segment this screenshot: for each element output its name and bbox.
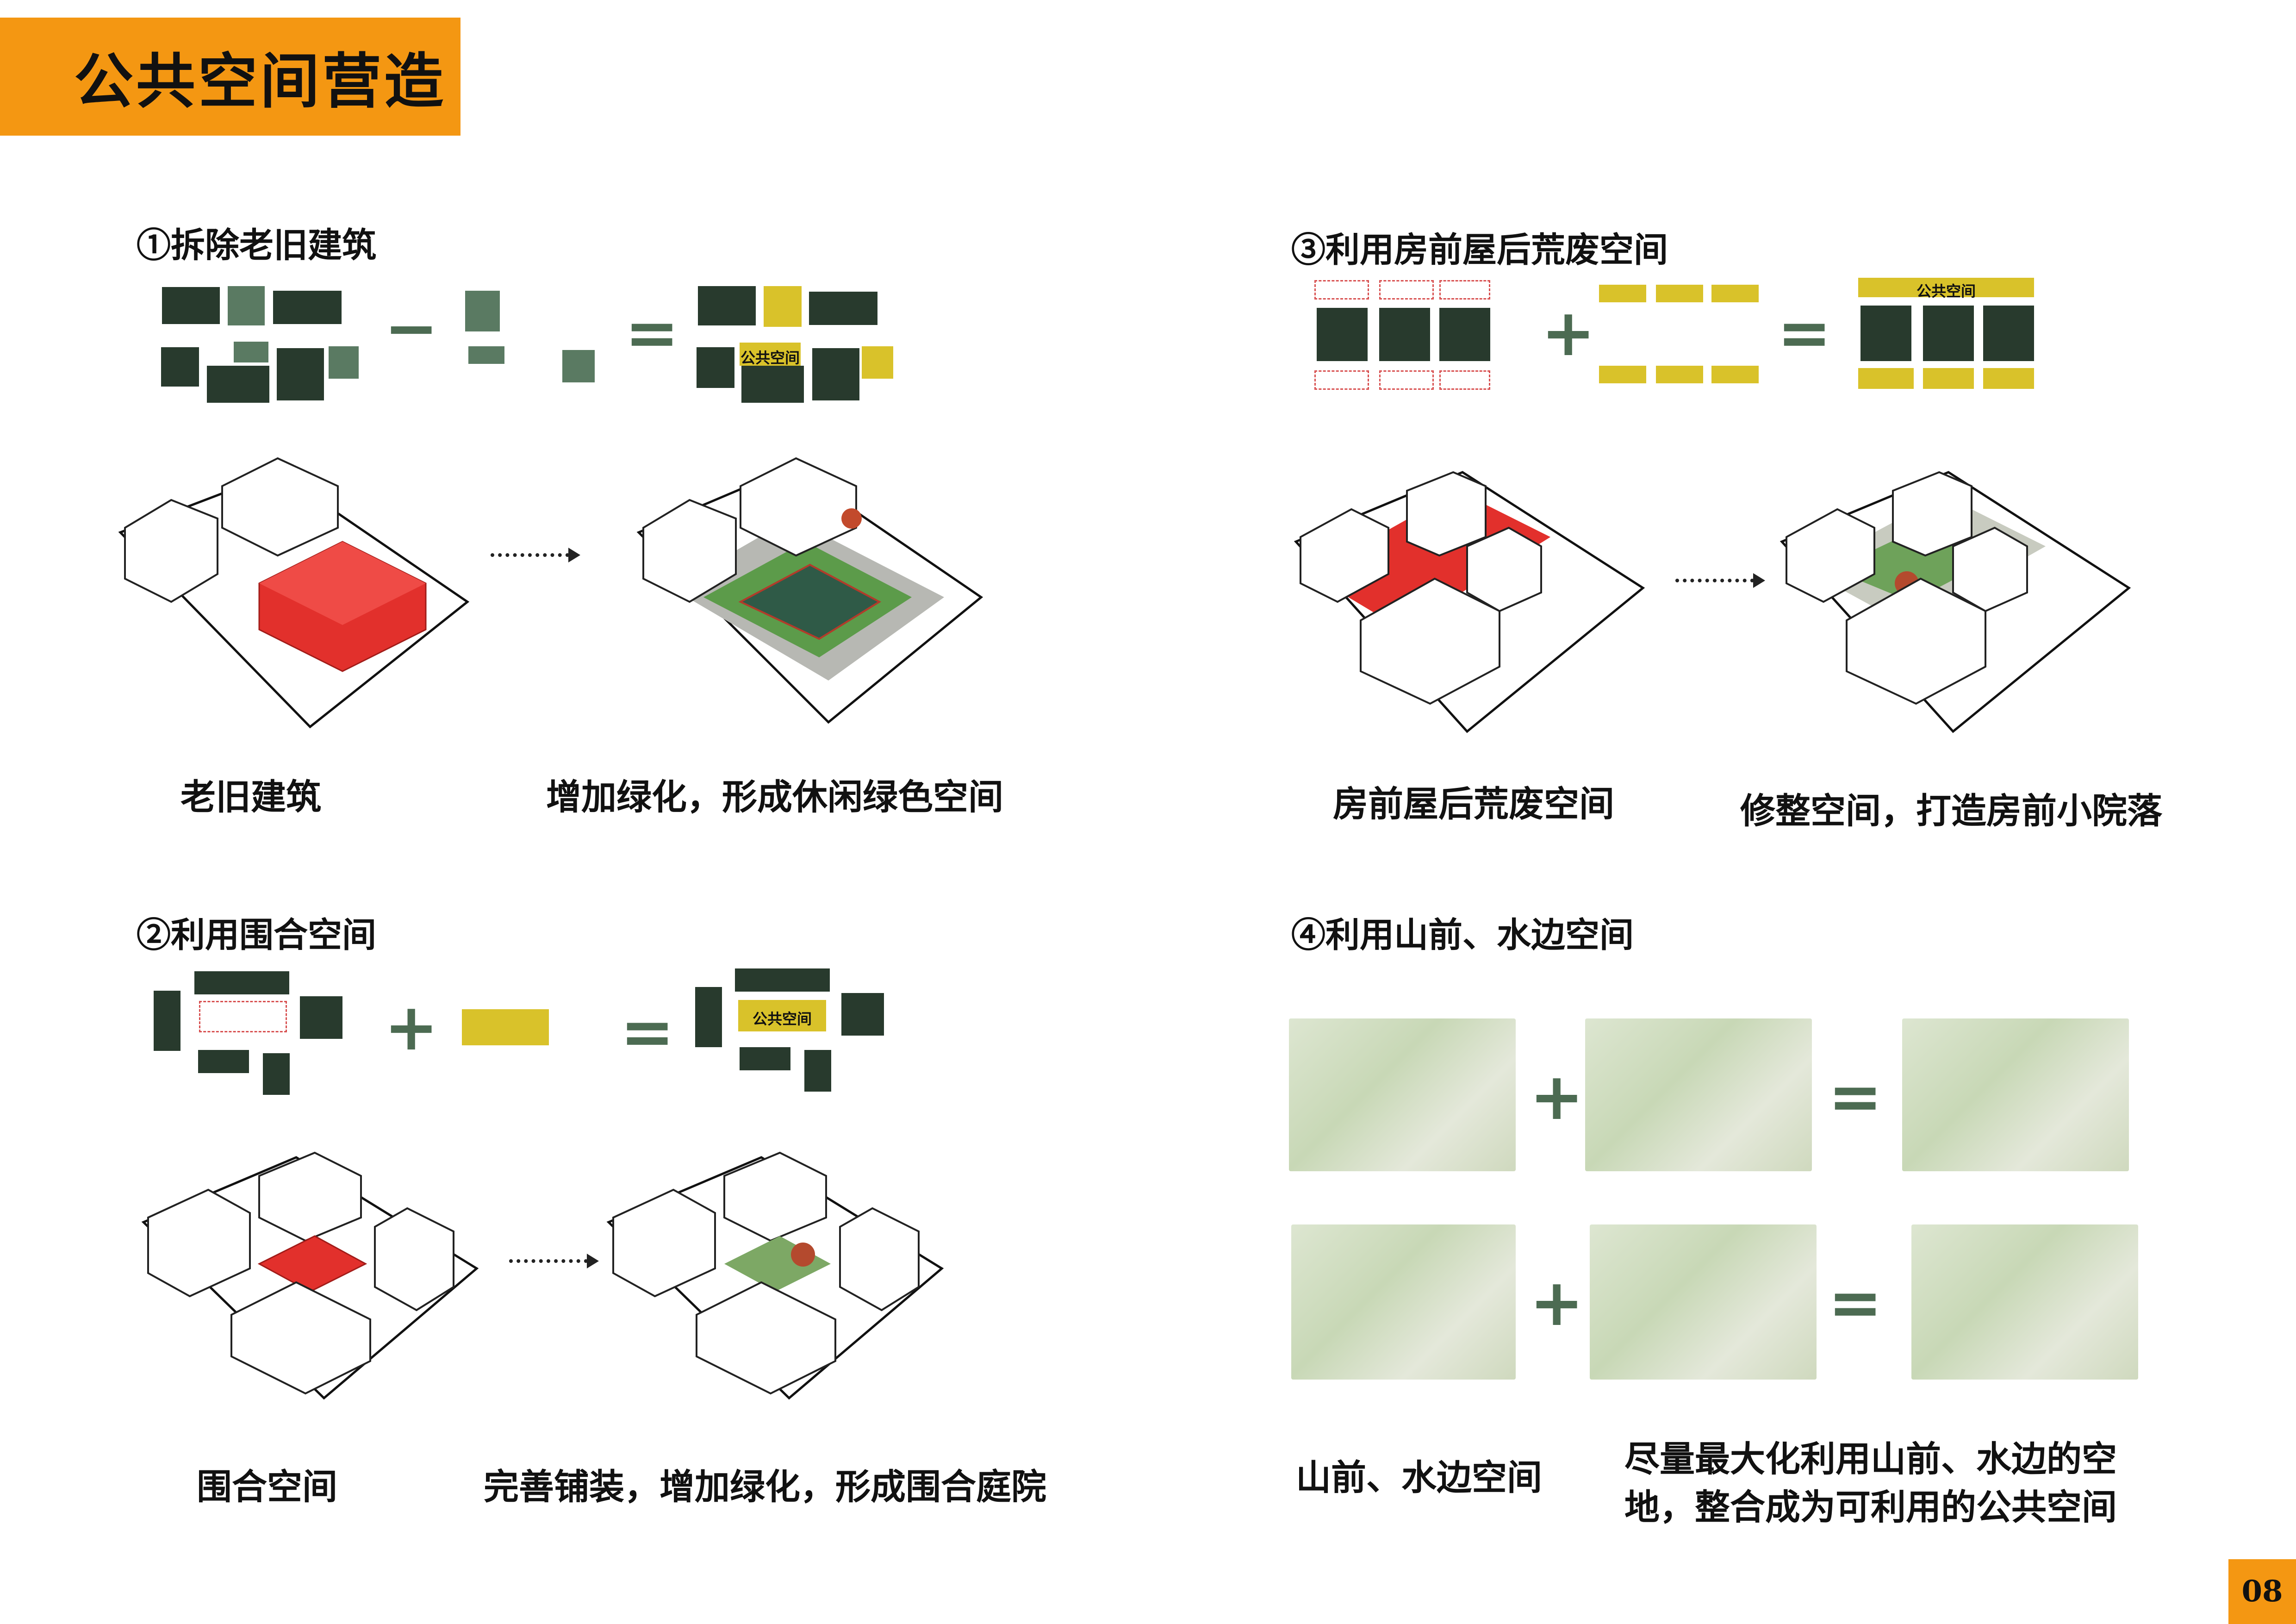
section-2-caption-after: 完善铺装，增加绿化，形成围合庭院: [484, 1466, 1046, 1507]
section-2-caption-before: 围合空间: [197, 1466, 337, 1507]
section-1-iso-before: [118, 457, 470, 729]
section-3-heading: ③利用房前屋后荒废空间: [1291, 230, 1668, 270]
section-4-operator-row1: +: [1530, 1059, 1584, 1135]
section-4-map-mountain-after: [1902, 1018, 2129, 1171]
page-title: 公共空间营造: [74, 47, 447, 116]
section-3-public-label: 公共空间: [1916, 282, 1976, 300]
section-3-iso-before: [1294, 471, 1645, 733]
section-3-arrow: [1675, 579, 1754, 582]
section-2-plan-public: [462, 1009, 549, 1045]
page-number: 08: [2228, 1559, 2296, 1624]
section-4-map-mountain-public: [1585, 1018, 1812, 1171]
section-2-operator: +: [384, 990, 439, 1065]
section-2-arrow: [509, 1259, 588, 1263]
section-4-caption-before: 山前、水边空间: [1296, 1457, 1542, 1498]
section-3-equals: =: [1777, 295, 1832, 371]
section-4-map-water-after: [1911, 1224, 2138, 1380]
section-2-arrow-head: [587, 1254, 599, 1268]
section-4-caption-after: 尽量最大化利用山前、水边的空地，整合成为可利用的公共空间: [1624, 1438, 2117, 1528]
section-4-map-mountain-before: [1289, 1018, 1516, 1171]
section-3-caption-before: 房前屋后荒废空间: [1333, 783, 1614, 824]
section-1-caption-before: 老旧建筑: [180, 776, 321, 818]
section-4-equals-row1: =: [1828, 1059, 1883, 1135]
section-4-map-water-before: [1291, 1224, 1516, 1380]
section-4-map-water-public: [1590, 1224, 1817, 1380]
section-1-equals: =: [625, 295, 679, 371]
section-2-heading: ②利用围合空间: [137, 915, 376, 955]
section-1-caption-after: 增加绿化，形成休闲绿色空间: [546, 776, 1003, 818]
section-1-arrow-head: [568, 548, 580, 562]
section-2-iso-before: [141, 1151, 479, 1400]
section-4-equals-row2: =: [1828, 1265, 1883, 1341]
section-3-iso-after: [1780, 471, 2131, 733]
section-2-public-label: 公共空间: [752, 1010, 812, 1028]
section-4-operator-row2: +: [1530, 1265, 1584, 1341]
section-2-iso-after: [606, 1151, 944, 1400]
section-1-iso-after: [636, 457, 983, 724]
title-bar: [0, 18, 460, 136]
section-1-arrow: [491, 553, 569, 557]
section-1-public-label: 公共空间: [740, 349, 800, 367]
section-2-equals: =: [620, 994, 675, 1070]
section-3-caption-after: 修整空间，打造房前小院落: [1740, 790, 2162, 831]
section-3-arrow-head: [1753, 573, 1765, 588]
section-3-operator: +: [1541, 295, 1596, 371]
section-1-operator: −: [384, 291, 439, 366]
section-1-heading: ①拆除老旧建筑: [137, 225, 376, 265]
section-4-heading: ④利用山前、水边空间: [1291, 915, 1634, 955]
